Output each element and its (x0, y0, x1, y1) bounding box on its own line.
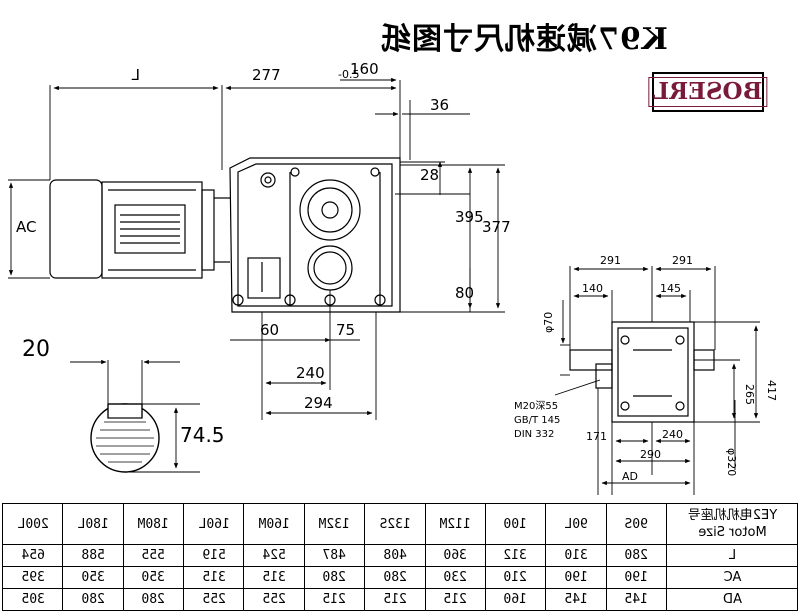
gearbox-housing (229, 157, 401, 313)
dim-75: 75 (336, 321, 355, 339)
cell: 190 (545, 566, 607, 589)
cell: 310 (545, 544, 607, 567)
cell: 280 (123, 588, 184, 611)
row-label: AD (666, 588, 798, 611)
cell: 555 (123, 544, 184, 567)
cell: 312 (485, 544, 546, 567)
cell: 280 (62, 588, 124, 611)
size-cell: 180L (62, 503, 124, 545)
dim-171: 171 (586, 430, 607, 443)
cell: 145 (606, 588, 667, 611)
table-row: 305 280 280 255 255 215 215 215 160 145 … (2, 588, 798, 611)
cell: 350 (62, 566, 124, 589)
cell: 315 (243, 566, 305, 589)
size-cell: 160M (243, 503, 305, 545)
brand-text: BOSERL (648, 77, 768, 107)
dim-240: 240 (296, 364, 325, 382)
cell: 350 (123, 566, 184, 589)
shaft-key-detail: 20 74.5 (22, 337, 225, 473)
dim-80: 80 (455, 284, 474, 302)
cell: 360 (425, 544, 486, 567)
dim-291-right: 291 (672, 254, 693, 267)
cell: 255 (243, 588, 305, 611)
cell: 524 (243, 544, 305, 567)
motor-body (49, 179, 230, 279)
dim-AC: AC (16, 218, 36, 236)
cell: 210 (485, 566, 546, 589)
cell: 654 (2, 544, 63, 567)
dim-36: 36 (430, 96, 449, 114)
cell: 215 (364, 588, 426, 611)
brand-logo: BOSERL (648, 72, 768, 112)
motor-size-table: 200L 180L 180M 160L 160M 132M 132S 112M … (2, 503, 798, 611)
table-header-row: 200L 180L 180M 160L 160M 132M 132S 112M … (2, 503, 798, 545)
cell: 588 (62, 544, 124, 567)
dim-60: 60 (260, 321, 279, 339)
dim-20: 20 (22, 337, 50, 362)
size-cell: 160L (183, 503, 244, 545)
cell: 280 (304, 566, 365, 589)
size-cell: 112M (425, 503, 486, 545)
row-label: L (666, 544, 798, 567)
dim-240-end: 240 (662, 428, 683, 441)
dim-AD: AD (622, 470, 638, 483)
size-cell: 180M (123, 503, 184, 545)
thread-note-2: GB/T 145 (514, 415, 560, 426)
cell: 519 (183, 544, 244, 567)
dim-265: 265 (743, 384, 756, 405)
dim-160: 160 (350, 60, 379, 78)
cell: 315 (183, 566, 244, 589)
size-cell: 132M (304, 503, 365, 545)
cell: 145 (545, 588, 607, 611)
size-cell: 132S (364, 503, 426, 545)
dim-290: 290 (640, 448, 661, 461)
header-label-cell: YE2电机机座号 Motor Size (666, 503, 798, 545)
cell: 160 (485, 588, 546, 611)
dim-160-tol: -0.5 (338, 68, 359, 81)
table-row: 395 350 350 315 315 280 280 230 210 190 … (2, 566, 798, 589)
dim-417: 417 (765, 380, 778, 401)
dim-phi70: φ70 (542, 312, 555, 333)
table-row: 654 588 555 519 524 487 408 360 312 310 … (2, 544, 798, 567)
dim-140: 140 (582, 282, 603, 295)
dim-291-left: 291 (600, 254, 621, 267)
size-cell: 100 (485, 503, 546, 545)
cell: 280 (364, 566, 426, 589)
size-cell: 90S (606, 503, 667, 545)
end-view: 291 291 140 145 φ70 417 265 240 171 290 … (514, 254, 778, 495)
dim-phi320: φ320 (725, 448, 738, 476)
side-view: L 277 160 -0.5 36 28 395 377 80 60 75 24… (8, 60, 511, 420)
dim-74-5: 74.5 (180, 423, 225, 447)
dim-395: 395 (455, 208, 484, 226)
dim-377: 377 (482, 218, 511, 236)
dim-L: L (131, 66, 140, 84)
thread-note-1: M20深55 (514, 400, 558, 412)
side-dimensions (8, 77, 505, 420)
cell: 215 (425, 588, 486, 611)
drawing-title: K97减速机尺寸图纸 (380, 22, 668, 57)
cell: 280 (606, 544, 667, 567)
dim-145: 145 (660, 282, 681, 295)
dim-294: 294 (304, 394, 333, 412)
size-cell: 90L (545, 503, 607, 545)
cell: 215 (304, 588, 365, 611)
cell: 230 (425, 566, 486, 589)
cell: 305 (2, 588, 63, 611)
cell: 487 (304, 544, 365, 567)
thread-note-3: DIN 332 (514, 429, 554, 440)
size-cell: 200L (2, 503, 63, 545)
dim-28: 28 (420, 166, 439, 184)
cell: 190 (606, 566, 667, 589)
cell: 395 (2, 566, 63, 589)
cell: 408 (364, 544, 426, 567)
cell: 255 (183, 588, 244, 611)
row-label: AC (666, 566, 798, 589)
dim-277: 277 (252, 66, 281, 84)
